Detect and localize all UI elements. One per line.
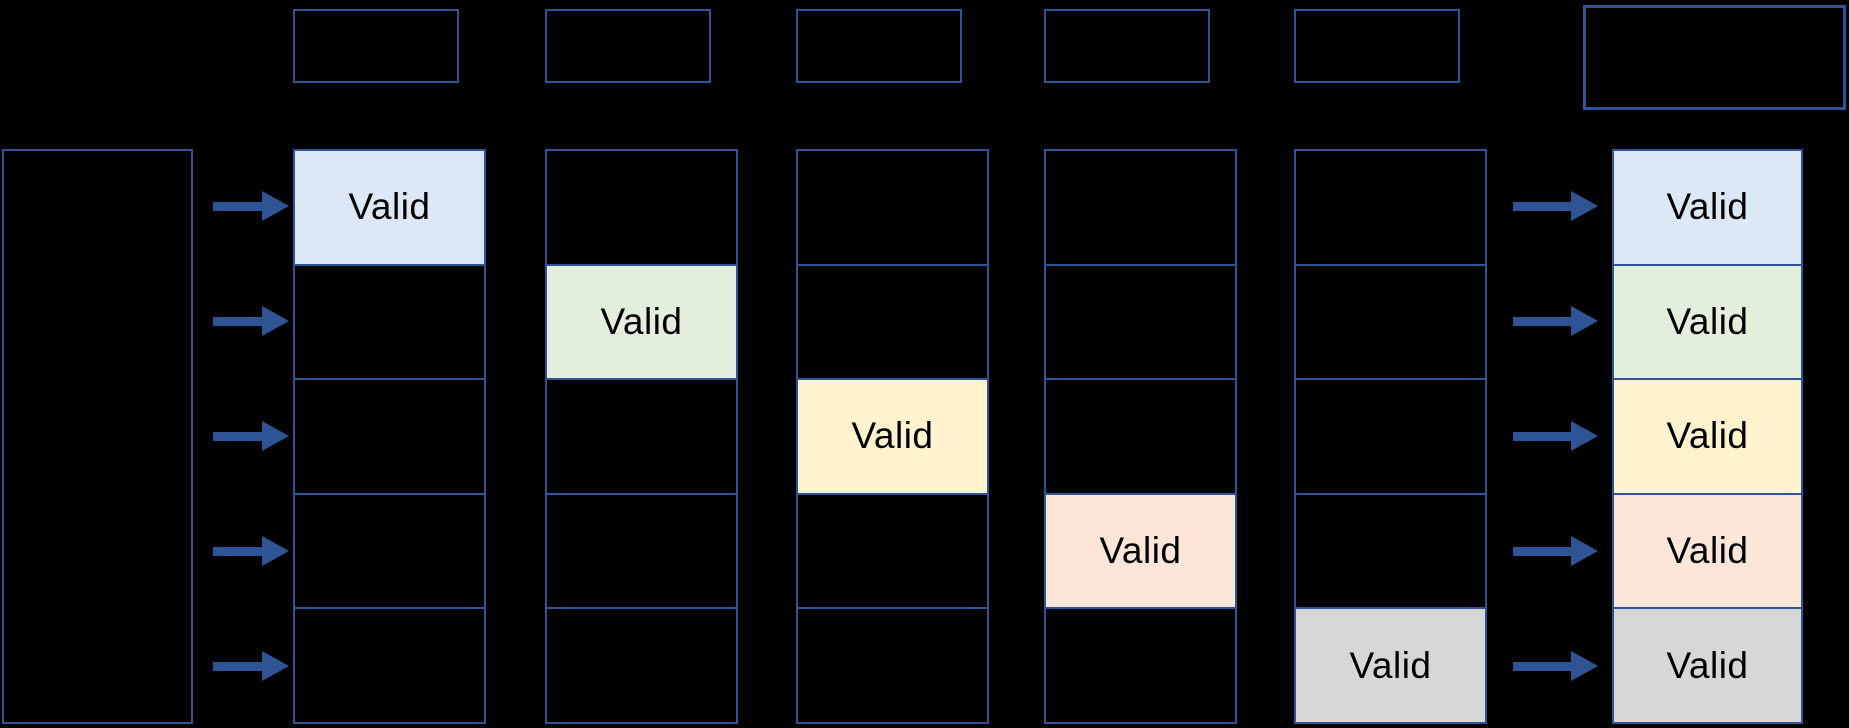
arrow-shaft <box>1513 316 1571 326</box>
arrow-head-icon <box>1571 536 1598 566</box>
arrow-shaft <box>213 316 262 326</box>
empty-cell-c5-r3 <box>1296 380 1485 495</box>
arrow-left-1 <box>213 191 289 221</box>
header-box-2 <box>545 9 711 83</box>
empty-cell-c1-r2 <box>295 266 484 381</box>
valid-cell-c2-r2: Valid <box>547 265 736 381</box>
arrow-left-3 <box>213 421 289 451</box>
arrow-right-5 <box>1513 651 1598 681</box>
header-box-3 <box>796 9 962 83</box>
empty-cell-c2-r5 <box>547 609 736 722</box>
empty-cell-c3-r1 <box>798 151 987 266</box>
valid-cell-result-r3: Valid <box>1614 380 1801 495</box>
arrow-head-icon <box>1571 651 1598 681</box>
arrow-shaft <box>1513 661 1571 671</box>
empty-cell-c3-r4 <box>798 495 987 610</box>
arrow-right-3 <box>1513 421 1598 451</box>
arrow-right-4 <box>1513 536 1598 566</box>
arrow-head-icon <box>262 191 289 221</box>
arrow-head-icon <box>262 421 289 451</box>
valid-cell-c3-r3: Valid <box>798 380 987 495</box>
empty-cell-c5-r1 <box>1296 151 1485 266</box>
arrow-head-icon <box>1571 306 1598 336</box>
arrow-head-icon <box>262 651 289 681</box>
empty-cell-c2-r3 <box>547 380 736 495</box>
data-column-1: Valid <box>293 149 486 724</box>
empty-cell-c4-r2 <box>1046 266 1235 381</box>
empty-cell-c1-r4 <box>295 495 484 610</box>
data-column-5: Valid <box>1294 149 1487 724</box>
arrow-shaft <box>213 661 262 671</box>
valid-cell-result-r1: Valid <box>1614 151 1801 266</box>
arrow-shaft <box>213 431 262 441</box>
data-column-2: Valid <box>545 149 738 724</box>
arrow-right-2 <box>1513 306 1598 336</box>
arrow-shaft <box>213 201 262 211</box>
valid-cell-c1-r1: Valid <box>295 151 484 266</box>
valid-cell-c4-r4: Valid <box>1046 494 1235 610</box>
arrow-head-icon <box>1571 191 1598 221</box>
arrow-head-icon <box>262 306 289 336</box>
empty-cell-c4-r3 <box>1046 380 1235 495</box>
arrow-right-1 <box>1513 191 1598 221</box>
empty-cell-c1-r5 <box>295 609 484 722</box>
arrow-shaft <box>1513 431 1571 441</box>
arrow-head-icon <box>262 536 289 566</box>
arrow-left-5 <box>213 651 289 681</box>
header-box-1 <box>293 9 459 83</box>
left-source-box <box>2 149 193 724</box>
arrow-shaft <box>1513 201 1571 211</box>
arrow-left-2 <box>213 306 289 336</box>
empty-cell-c3-r2 <box>798 266 987 381</box>
data-column-4: Valid <box>1044 149 1237 724</box>
header-box-wide <box>1583 5 1846 110</box>
arrow-left-4 <box>213 536 289 566</box>
empty-cell-c5-r2 <box>1296 266 1485 381</box>
arrow-head-icon <box>1571 421 1598 451</box>
empty-cell-c5-r4 <box>1296 495 1485 610</box>
empty-cell-c4-r1 <box>1046 151 1235 266</box>
valid-cell-result-r5: Valid <box>1614 609 1801 722</box>
empty-cell-c3-r5 <box>798 609 987 722</box>
header-box-4 <box>1044 9 1210 83</box>
result-column: Valid Valid Valid Valid Valid <box>1612 149 1803 724</box>
arrow-shaft <box>1513 546 1571 556</box>
data-column-3: Valid <box>796 149 989 724</box>
arrow-shaft <box>213 546 262 556</box>
valid-cell-result-r4: Valid <box>1614 494 1801 610</box>
empty-cell-c2-r4 <box>547 495 736 610</box>
empty-cell-c2-r1 <box>547 151 736 266</box>
valid-cell-result-r2: Valid <box>1614 265 1801 381</box>
empty-cell-c1-r3 <box>295 380 484 495</box>
empty-cell-c4-r5 <box>1046 609 1235 722</box>
header-box-5 <box>1294 9 1460 83</box>
valid-cell-c5-r5: Valid <box>1296 609 1485 722</box>
